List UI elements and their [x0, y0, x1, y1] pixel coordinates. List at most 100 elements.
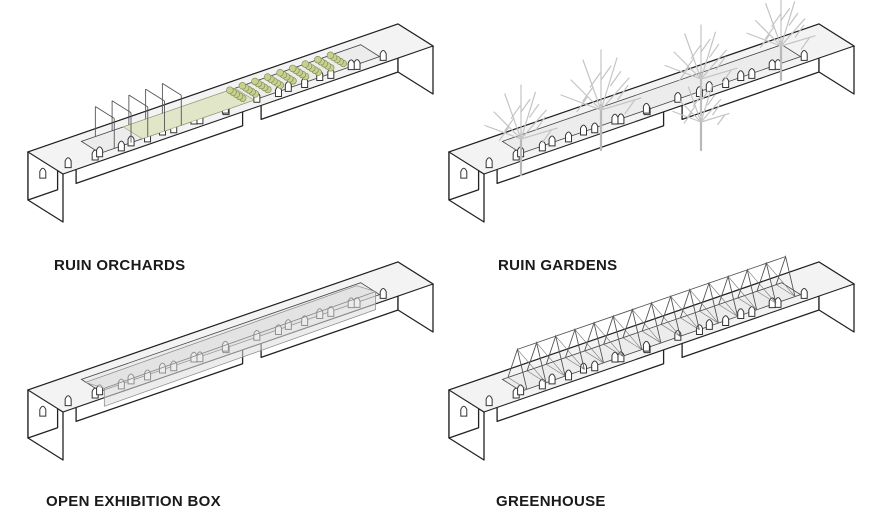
window-arch — [642, 102, 650, 114]
roof-brace — [670, 296, 700, 330]
orchard-tree — [263, 73, 272, 81]
window-arch — [548, 135, 556, 147]
open-exhibition-box-label: OPEN EXHIBITION BOX — [46, 493, 221, 510]
window-arch — [64, 395, 72, 407]
window-arch — [39, 167, 47, 179]
ruin-orchards-panel: RUIN ORCHARDS — [0, 0, 441, 274]
frame-beam — [128, 94, 149, 108]
window-arch — [768, 59, 776, 71]
window-arch — [96, 146, 104, 158]
truss-tie — [622, 337, 642, 350]
tree-twig — [687, 105, 696, 117]
truss-tie — [737, 297, 757, 311]
tree-twig — [600, 65, 612, 81]
tree-twig — [709, 43, 720, 58]
window-arch — [379, 288, 387, 299]
orchard-tree — [226, 86, 234, 94]
tree-twig — [535, 116, 546, 131]
tree-twig — [692, 95, 702, 107]
tree-twig — [771, 13, 781, 28]
truss-tie — [699, 310, 719, 324]
window-arch — [748, 68, 756, 79]
window-arch — [117, 140, 125, 152]
tree-branch — [679, 100, 702, 123]
roof-brace — [708, 282, 738, 317]
tree-branch — [664, 64, 702, 80]
open-exhibition-box-drawing — [26, 261, 435, 461]
tree-twig — [722, 69, 733, 83]
tree-branch — [700, 31, 716, 80]
tree-twig — [690, 45, 701, 59]
window-arch — [591, 122, 599, 134]
tree-branch — [780, 18, 806, 47]
greenhouse-drawing — [447, 254, 856, 461]
truss-tie — [641, 330, 662, 344]
tree-twig — [712, 104, 721, 116]
truss-tie — [661, 324, 681, 337]
roof-brace — [536, 342, 566, 377]
exhibition-box-side — [103, 291, 376, 407]
tree-twig — [700, 38, 711, 53]
tree-twig — [683, 112, 692, 124]
ruin-gardens-drawing — [447, 0, 856, 223]
window-arch — [722, 77, 730, 88]
tree-branch — [600, 57, 618, 111]
roof-brace — [593, 322, 623, 357]
roof-brace — [747, 269, 777, 304]
tree-branch — [520, 91, 537, 140]
tree-branch — [746, 32, 782, 47]
roof-ridge — [517, 256, 786, 350]
window-arch — [800, 50, 808, 61]
roof-brace — [574, 329, 604, 364]
tree-twig — [504, 117, 515, 132]
greenhouse-label: GREENHOUSE — [496, 493, 606, 510]
truss-tie — [584, 350, 604, 364]
tree-twig — [624, 98, 636, 115]
ruin-gardens-panel: RUIN GARDENS — [441, 0, 882, 274]
tree-branch — [673, 51, 702, 80]
tree-twig — [794, 24, 805, 38]
truss-tie — [546, 363, 566, 377]
orchard-tree — [289, 64, 297, 73]
tree-branch — [700, 98, 722, 123]
window-arch — [800, 288, 808, 299]
tree-branch — [700, 84, 713, 123]
window-arch — [485, 157, 493, 169]
tree-branch — [493, 111, 522, 140]
tree-branch — [570, 79, 602, 111]
window-arch — [737, 70, 745, 82]
open-exhibition-box-panel: OPEN EXHIBITION BOX — [0, 261, 441, 526]
orchard-tree — [276, 69, 284, 77]
courtyard-opening — [501, 44, 802, 154]
orchard-tree — [238, 82, 247, 90]
window-arch — [580, 124, 587, 136]
window-arch — [722, 315, 730, 326]
truss-tie — [565, 357, 585, 370]
tree-branch — [600, 77, 630, 111]
tree-twig — [684, 57, 695, 72]
orchard-tree — [326, 51, 335, 60]
window-arch — [347, 59, 355, 71]
tree-branch — [520, 109, 547, 140]
window-arch — [591, 360, 599, 372]
roof-brace — [689, 289, 719, 324]
window-arch — [64, 157, 72, 169]
tree-twig — [529, 103, 540, 118]
tree-branch — [484, 124, 522, 140]
tree-twig — [541, 129, 553, 143]
tree-twig — [498, 127, 510, 141]
tree-twig — [760, 34, 770, 48]
window-arch — [39, 405, 47, 417]
frame-beam — [95, 106, 115, 119]
tree-twig — [589, 72, 601, 88]
truss-tie — [718, 304, 738, 317]
tree-twig — [610, 70, 622, 87]
tree-twig — [520, 98, 531, 113]
window-arch — [705, 319, 713, 330]
window-arch — [565, 131, 573, 143]
roof-brace — [651, 302, 681, 337]
orchard-floor — [122, 87, 255, 140]
roof-brace — [632, 309, 662, 344]
window-arch — [565, 369, 573, 381]
truss-tie — [507, 377, 528, 390]
